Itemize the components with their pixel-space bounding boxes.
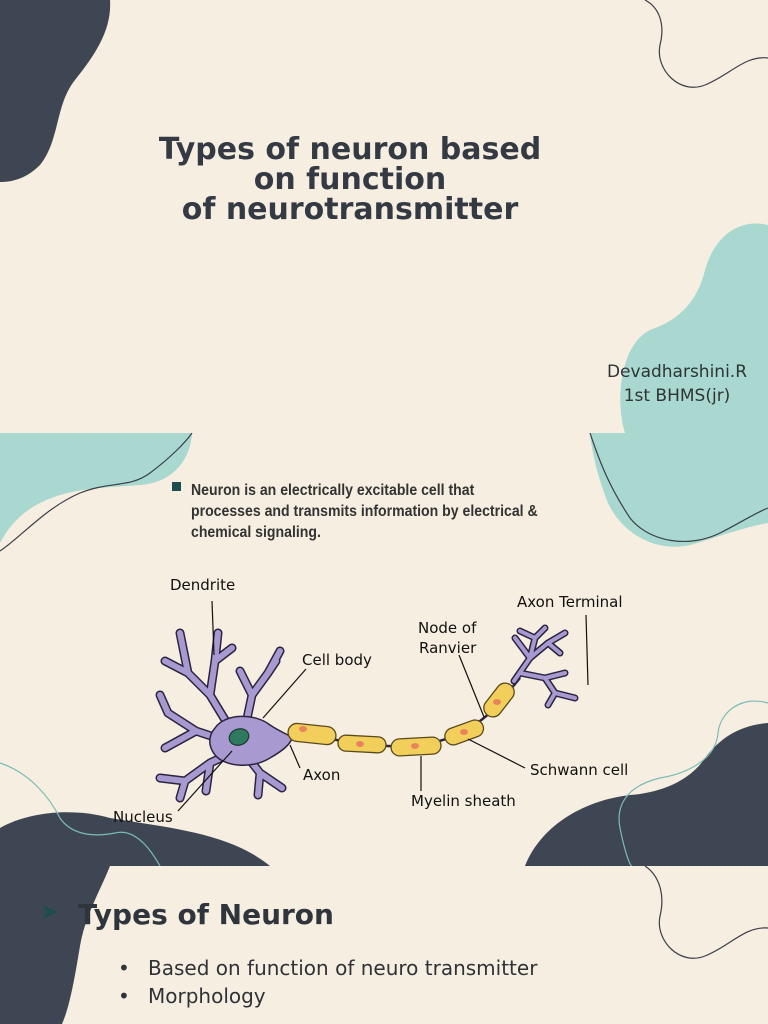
squiggle-left bbox=[0, 433, 193, 552]
definition-text: Neuron is an electrically excitable cell… bbox=[191, 482, 538, 541]
section-heading: Types of Neuron bbox=[78, 898, 334, 931]
label-myelin-sheath: Myelin sheath bbox=[411, 792, 516, 810]
types-slide: ➤ Types of Neuron Based on function of n… bbox=[0, 866, 768, 1024]
title-line-1: Types of neuron based bbox=[158, 132, 542, 167]
slide2-decorations bbox=[0, 433, 768, 866]
title-line-2: on function bbox=[253, 162, 447, 197]
label-dendrite: Dendrite bbox=[170, 576, 235, 594]
list-item: Based on function of neuro transmitter bbox=[118, 954, 537, 982]
label-nucleus: Nucleus bbox=[113, 808, 173, 826]
teal-blob-right bbox=[620, 223, 768, 433]
label-cell-body: Cell body bbox=[302, 651, 372, 669]
dark-blob-bottom-right bbox=[525, 723, 768, 866]
author-block: Devadharshini.R 1st BHMS(jr) bbox=[592, 360, 762, 408]
squiggle-bottom-right bbox=[618, 700, 768, 866]
squiggle-right bbox=[644, 866, 768, 959]
label-axon-terminal: Axon Terminal bbox=[517, 593, 623, 611]
cell-body bbox=[209, 715, 293, 766]
axon-terminal-fill bbox=[512, 626, 577, 707]
nucleus bbox=[228, 728, 250, 746]
neuron-diagram: Dendrite Cell body Node of Ranvier Axon … bbox=[113, 576, 628, 826]
slide1-decorations bbox=[0, 0, 768, 433]
types-list: Based on function of neuro transmitter M… bbox=[118, 954, 537, 1010]
author-course: 1st BHMS(jr) bbox=[623, 386, 731, 406]
dark-blob-top-left bbox=[0, 0, 111, 182]
leader-lines bbox=[177, 600, 589, 812]
arrow-bullet-icon: ➤ bbox=[40, 900, 59, 925]
neuron-slide: Neuron is an electrically excitable cell… bbox=[0, 433, 768, 866]
teal-blob-right bbox=[590, 433, 768, 547]
slide-title: Types of neuron based on function of neu… bbox=[60, 135, 640, 225]
dark-blob-left bbox=[0, 866, 110, 1024]
square-bullet-icon bbox=[172, 482, 181, 491]
squiggle-top-right bbox=[644, 0, 768, 88]
title-slide: Types of neuron based on function of neu… bbox=[0, 0, 768, 433]
label-node-of-ranvier-2: Ranvier bbox=[419, 639, 477, 657]
label-axon: Axon bbox=[303, 766, 340, 784]
label-node-of-ranvier-1: Node of bbox=[418, 619, 477, 637]
label-schwann-cell: Schwann cell bbox=[530, 761, 628, 779]
squiggle-right bbox=[589, 433, 768, 543]
slide3-decorations bbox=[0, 866, 768, 1024]
squiggle-bottom-left bbox=[0, 762, 161, 866]
list-item: Morphology bbox=[118, 982, 537, 1010]
schwann-nuclei bbox=[299, 699, 501, 749]
author-name: Devadharshini.R bbox=[606, 362, 748, 382]
title-line-3: of neurotransmitter bbox=[181, 192, 519, 227]
